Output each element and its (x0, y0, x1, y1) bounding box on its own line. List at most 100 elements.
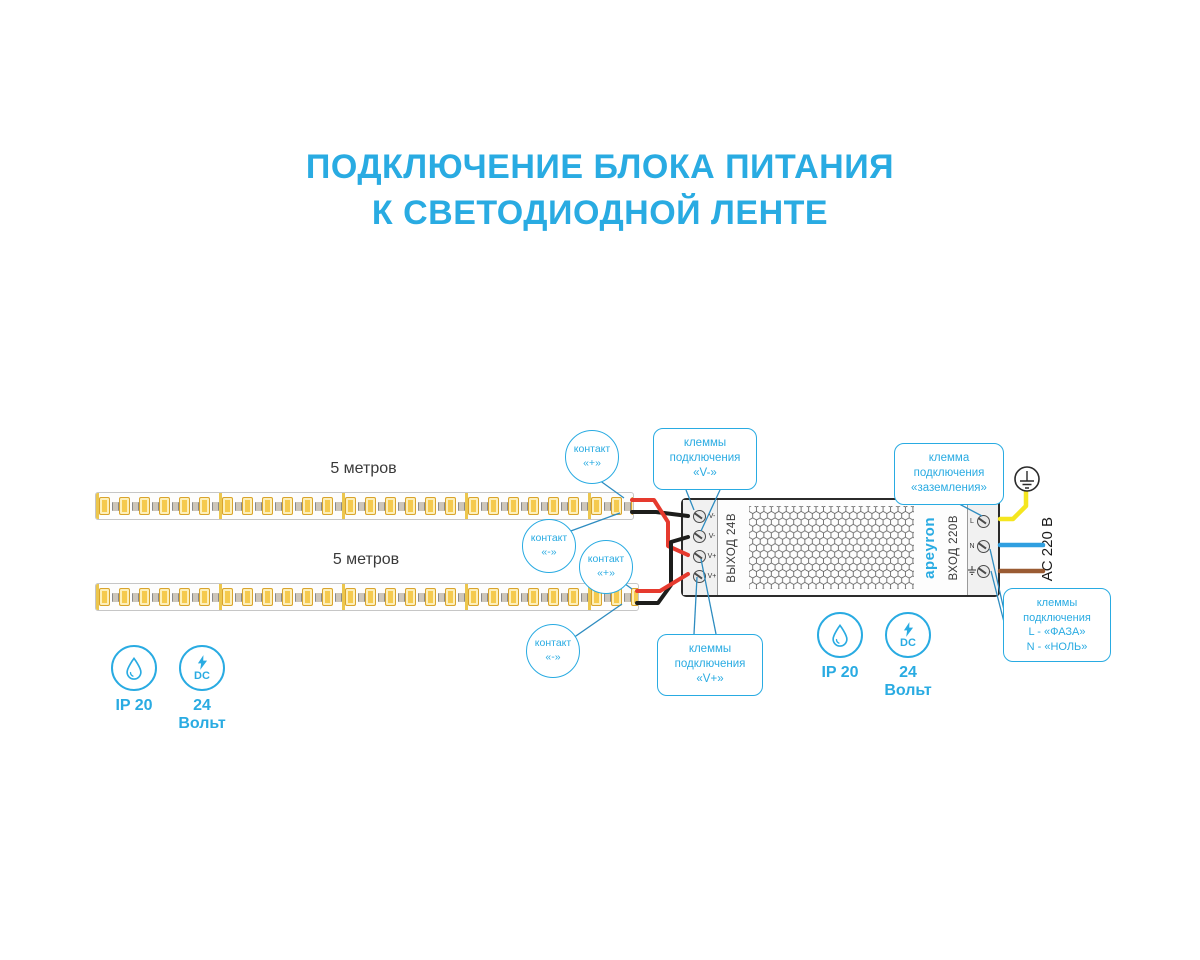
led-cell (405, 493, 425, 519)
callout-line: клеммы (1036, 597, 1078, 609)
led-cell (322, 493, 342, 519)
resistor (192, 592, 199, 602)
led-cell (631, 493, 633, 519)
led-cell (508, 493, 528, 519)
led-cell (159, 584, 179, 610)
resistor (438, 592, 445, 602)
led-cell (179, 584, 199, 610)
led-chip (159, 588, 170, 606)
led-cell (139, 493, 159, 519)
resistor (604, 501, 611, 511)
resistor (581, 592, 588, 602)
resistor (172, 592, 179, 602)
led-chip (159, 497, 170, 515)
resistor (112, 501, 119, 511)
led-chip (222, 588, 233, 606)
led-chip (631, 588, 638, 606)
led-cell (199, 493, 219, 519)
resistor (295, 501, 302, 511)
led-chip (508, 588, 519, 606)
callout-line: «-» (545, 651, 561, 663)
led-chip (345, 497, 356, 515)
resistor (335, 592, 342, 602)
ac-voltage-label-wrap: AC 220 В (1036, 503, 1058, 595)
led-chip (405, 588, 416, 606)
resistor (255, 592, 262, 602)
page-title: ПОДКЛЮЧЕНИЕ БЛОКА ПИТАНИЯ К СВЕТОДИОДНОЙ… (0, 145, 1200, 237)
resistor (212, 501, 219, 511)
resistor (604, 592, 611, 602)
callout-line: контакт (587, 553, 625, 566)
voltage-label: 24 Вольт (884, 664, 931, 700)
dc-lightning-icon: DC (885, 612, 931, 658)
callout-line: «заземления» (911, 482, 987, 495)
resistor (481, 501, 488, 511)
brand-logo: apeyron (920, 516, 938, 579)
psu-input-terminal-block: L N (967, 500, 998, 595)
psu-output-label: ВЫХОД 24В (726, 512, 738, 583)
led-chip (302, 497, 313, 515)
led-chip (179, 497, 190, 515)
led-chip (488, 588, 499, 606)
led-chip (425, 497, 436, 515)
wire-red-strip1 (630, 498, 690, 557)
callout-line: подключения (913, 467, 985, 480)
resistor (315, 501, 322, 511)
resistor (132, 592, 139, 602)
output-terminal-label-1: V- (708, 513, 716, 520)
led-chip (302, 588, 313, 606)
led-cell (528, 584, 548, 610)
led-chip (528, 588, 539, 606)
resistor (295, 592, 302, 602)
callout-line: клемма (928, 452, 970, 464)
led-chip (139, 497, 150, 515)
resistor (192, 501, 199, 511)
output-screw-3 (693, 550, 706, 563)
led-chip (242, 588, 253, 606)
led-chip (405, 497, 416, 515)
led-chip (119, 497, 130, 515)
input-terminal-ground-icon (968, 566, 976, 575)
led-cell (405, 584, 425, 610)
led-chip (139, 588, 150, 606)
led-cell (568, 584, 588, 610)
led-cell (96, 493, 119, 519)
voltage-label: 24 Вольт (178, 697, 225, 733)
led-chip (548, 497, 559, 515)
water-drop-icon (817, 612, 863, 658)
callout-line: «+» (583, 457, 601, 469)
dc-voltage-badge: DC 24 Вольт (882, 612, 934, 700)
resistor (521, 501, 528, 511)
led-chip (385, 588, 396, 606)
input-terminal-label-n: N (969, 543, 975, 550)
led-cell (199, 584, 219, 610)
led-cell (465, 493, 488, 519)
resistor (541, 592, 548, 602)
led-chip (365, 497, 376, 515)
callout-line: «V-» (693, 467, 717, 480)
page-title-line2: К СВЕТОДИОДНОЙ ЛЕНТЕ (371, 193, 829, 232)
led-chip (425, 588, 436, 606)
led-cell (302, 584, 322, 610)
led-chip (488, 497, 499, 515)
led-cell (365, 584, 385, 610)
led-chip (631, 497, 633, 515)
psu-input-label-section: ВХОД 220В (941, 500, 967, 595)
ip-rating-label: IP 20 (821, 664, 859, 681)
callout-contact-minus-strip2: контакт «-» (526, 624, 580, 678)
callout-line: N - «НОЛЬ» (1026, 640, 1088, 653)
led-cell (445, 584, 465, 610)
led-chip (222, 497, 233, 515)
input-screw-n (977, 540, 990, 553)
strip2-length-label: 5 метров (332, 551, 400, 568)
resistor (458, 592, 465, 602)
led-chip (199, 588, 210, 606)
callout-line: подключения (1023, 611, 1091, 624)
led-cell (488, 584, 508, 610)
led-chip (365, 588, 376, 606)
callout-contact-minus-strip1: контакт «-» (522, 519, 576, 573)
led-chip (262, 497, 273, 515)
led-cell (488, 493, 508, 519)
led-chip (179, 588, 190, 606)
